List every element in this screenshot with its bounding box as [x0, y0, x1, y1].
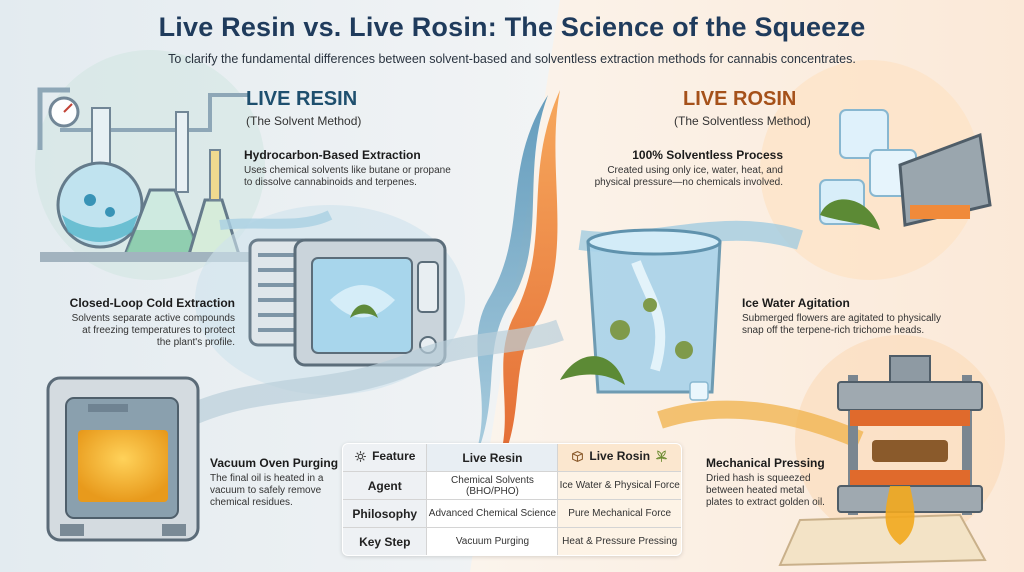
row-label: Philosophy	[343, 499, 428, 528]
table-row: Agent Chemical Solvents (BHO/PHO) Ice Wa…	[343, 471, 681, 500]
desc-line: vacuum to safely remove	[210, 485, 322, 496]
header-label: Live Rosin	[589, 449, 651, 464]
desc-line: to dissolve cannabinoids and terpenes.	[244, 177, 417, 188]
header-feature: Feature	[343, 444, 428, 472]
resin-block-hydrocarbon: Hydrocarbon-Based Extraction Uses chemic…	[244, 148, 464, 189]
block-desc: The final oil is heated in a vacuum to s…	[210, 473, 350, 509]
header-live-rosin: Live Rosin	[557, 444, 681, 472]
resin-heading: LIVE RESIN	[246, 88, 358, 110]
block-desc: Solvents separate active compounds at fr…	[40, 313, 235, 349]
block-desc: Submerged flowers are agitated to physic…	[742, 313, 972, 337]
block-title: Vacuum Oven Purging	[210, 456, 339, 470]
table-row: Key Step Vacuum Purging Heat & Pressure …	[343, 527, 681, 555]
closed-loop-machine	[195, 205, 465, 395]
box-icon	[572, 450, 584, 462]
gear-icon	[355, 450, 366, 462]
block-title: Closed-Loop Cold Extraction	[69, 296, 235, 310]
rosin-block-solventless: 100% Solventless Process Created using o…	[588, 148, 783, 189]
comparison-table: Feature Live Resin Live Rosin Agent Chem…	[342, 443, 682, 556]
block-desc: Uses chemical solvents like butane or pr…	[244, 165, 464, 189]
cell-resin: Advanced Chemical Science	[426, 499, 559, 528]
desc-line: chemical residues.	[210, 497, 293, 508]
lab-glassware	[35, 50, 265, 280]
blue-swirl	[470, 95, 548, 470]
rosin-subheading: (The Solventless Method)	[674, 114, 811, 128]
leaf-icon	[655, 450, 668, 462]
desc-line: Solvents separate active compounds	[71, 313, 235, 324]
resin-block-vacuum-oven: Vacuum Oven Purging The final oil is hea…	[210, 456, 350, 509]
desc-line: plates to extract golden oil.	[706, 497, 825, 508]
resin-subheading: (The Solvent Method)	[246, 114, 362, 128]
desc-line: snap off the terpene-rich trichome heads…	[742, 325, 925, 336]
desc-line: between heated metal	[706, 485, 805, 496]
table-header-row: Feature Live Resin Live Rosin	[343, 444, 681, 472]
page-title: Live Resin vs. Live Rosin: The Science o…	[158, 12, 866, 42]
cell-rosin: Pure Mechanical Force	[557, 499, 681, 528]
header-live-resin: Live Resin	[426, 444, 559, 472]
row-label: Agent	[343, 471, 428, 500]
ice-and-press-top	[578, 60, 992, 280]
header-label: Feature	[372, 449, 416, 464]
desc-line: physical pressure—no chemicals involved.	[594, 177, 783, 188]
block-title: 100% Solventless Process	[632, 148, 783, 162]
block-desc: Dried hash is squeezed between heated me…	[706, 473, 846, 509]
orange-flame	[492, 90, 560, 480]
block-title: Hydrocarbon-Based Extraction	[244, 148, 421, 162]
desc-line: Uses chemical solvents like butane or pr…	[244, 165, 451, 176]
desc-line: Created using only ice, water, heat, and	[607, 165, 783, 176]
cell-rosin: Ice Water & Physical Force	[557, 471, 681, 500]
rosin-heading: LIVE ROSIN	[683, 88, 797, 110]
vacuum-oven	[46, 376, 200, 542]
table-row: Philosophy Advanced Chemical Science Pur…	[343, 499, 681, 528]
block-title: Mechanical Pressing	[706, 456, 825, 470]
desc-line: the plant's profile.	[156, 337, 235, 348]
left-stream	[175, 319, 564, 430]
cell-resin: Chemical Solvents (BHO/PHO)	[426, 471, 559, 500]
header-label: Live Resin	[462, 450, 523, 465]
resin-block-closed-loop: Closed-Loop Cold Extraction Solvents sep…	[40, 296, 235, 349]
cell-rosin: Heat & Pressure Pressing	[557, 527, 681, 555]
mechanical-press	[657, 335, 1005, 567]
desc-line: at freezing temperatures to protect	[82, 325, 235, 336]
rosin-block-mechanical-pressing: Mechanical Pressing Dried hash is squeez…	[706, 456, 846, 509]
desc-line: Dried hash is squeezed	[706, 473, 811, 484]
block-desc: Created using only ice, water, heat, and…	[588, 165, 783, 189]
cell-resin: Vacuum Purging	[426, 527, 559, 555]
block-title: Ice Water Agitation	[742, 296, 850, 310]
row-label: Key Step	[343, 527, 428, 555]
page-subtitle: To clarify the fundamental differences b…	[168, 52, 856, 66]
desc-line: The final oil is heated in a	[210, 473, 324, 484]
rosin-block-ice-water: Ice Water Agitation Submerged flowers ar…	[742, 296, 972, 337]
ice-water-bucket	[560, 228, 722, 401]
desc-line: Submerged flowers are agitated to physic…	[742, 313, 941, 324]
